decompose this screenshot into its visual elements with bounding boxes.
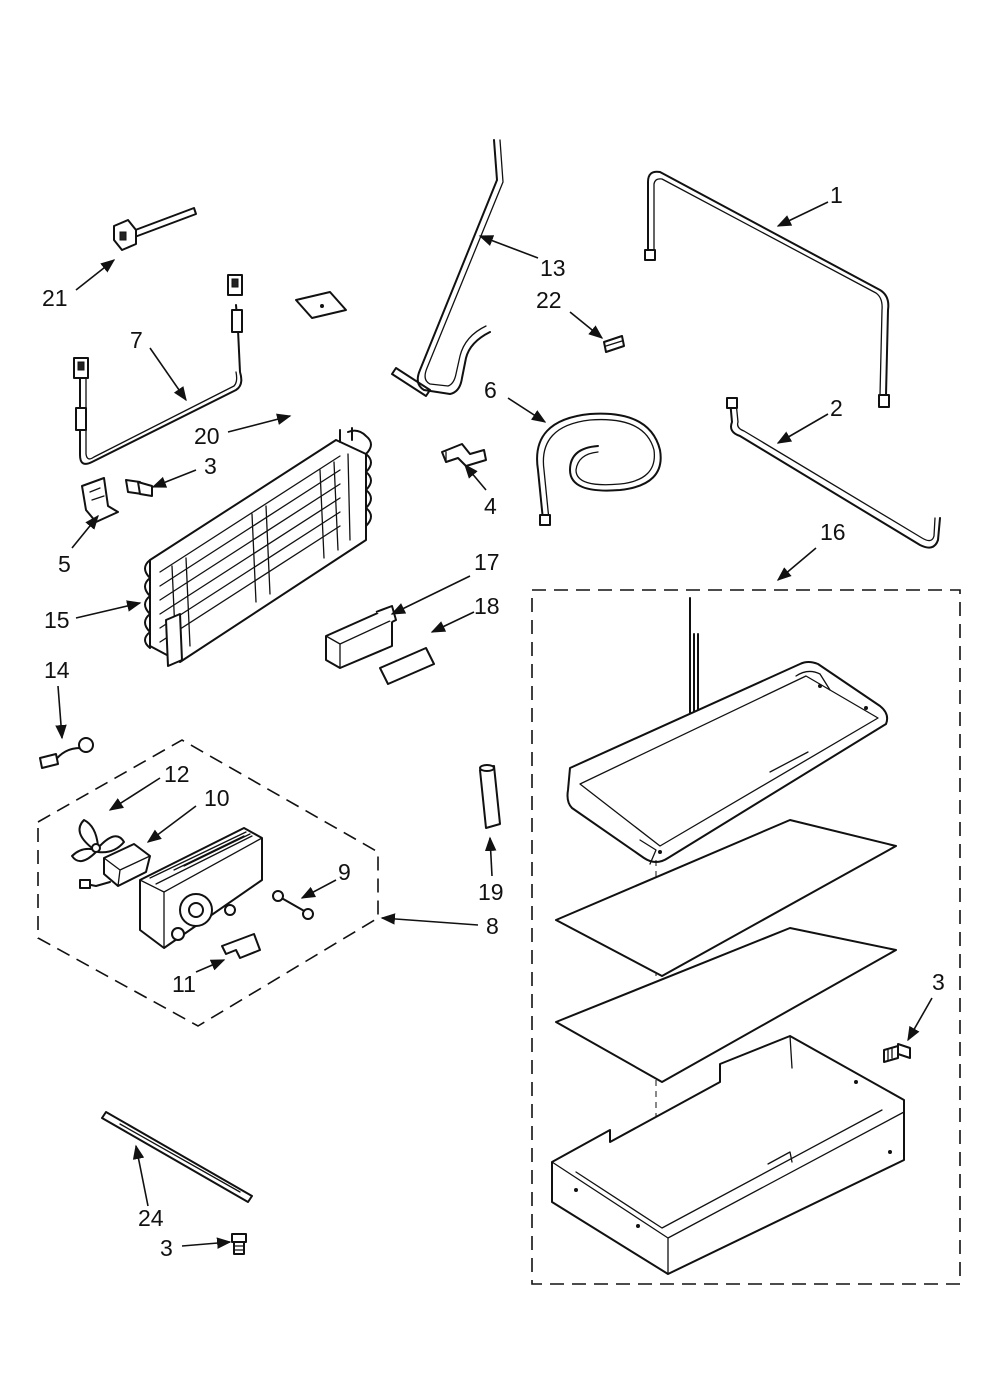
- callout-22: 22: [536, 287, 562, 313]
- callout-11: 11: [172, 971, 196, 997]
- part-21-cable-tie: [113, 207, 197, 251]
- callout-6: 6: [484, 377, 497, 403]
- part-3c-screw: [231, 1233, 247, 1255]
- part-20-pad: [295, 291, 347, 319]
- callout-3a: 3: [204, 453, 217, 479]
- part-5-bracket: [81, 477, 119, 523]
- callout-18: 18: [474, 593, 500, 619]
- part-3b-screw: [883, 1043, 911, 1063]
- part-2-tube: [726, 397, 941, 549]
- callout-16: 16: [820, 519, 846, 545]
- callout-4: 4: [484, 493, 497, 519]
- part-6-coiled-tube: [536, 412, 662, 526]
- callout-17: 17: [474, 549, 500, 575]
- callout-10: 10: [204, 785, 230, 811]
- part-22-clip: [603, 335, 625, 353]
- part-16-drain-pan-assembly: [531, 589, 961, 1285]
- callout-13: 13: [540, 255, 566, 281]
- leader-lines: [55, 201, 933, 1249]
- callout-3b: 3: [932, 969, 945, 995]
- callout-5: 5: [58, 551, 71, 577]
- part-4-clip: [441, 443, 487, 467]
- callout-3c: 3: [160, 1235, 173, 1261]
- callout-labels: 1 2 3 3 3 4 5 6 7 8 9 10 11 12 13 14 15 …: [42, 182, 945, 1261]
- part-19-tube: [479, 764, 501, 829]
- callout-19: 19: [478, 879, 504, 905]
- callout-24: 24: [138, 1205, 164, 1231]
- part-9-spacer: [272, 890, 314, 920]
- part-13-tube: [391, 139, 504, 397]
- callout-8: 8: [486, 913, 499, 939]
- part-14-sensor: [39, 737, 94, 769]
- callout-21: 21: [42, 285, 68, 311]
- part-11-clip: [221, 933, 261, 959]
- part-1-tube: [644, 170, 890, 408]
- callout-7: 7: [130, 327, 143, 353]
- callout-12: 12: [164, 761, 190, 787]
- callout-15: 15: [44, 607, 70, 633]
- part-10-motor: [79, 843, 151, 889]
- callout-20: 20: [194, 423, 220, 449]
- callout-2: 2: [830, 395, 843, 421]
- part-12-fan-blade: [71, 819, 125, 863]
- callout-14: 14: [44, 657, 70, 683]
- part-3a-screw: [125, 479, 153, 497]
- part-7-wire-harness: [73, 274, 243, 465]
- callout-1: 1: [830, 182, 843, 208]
- part-15-evaporator: [144, 427, 372, 667]
- part-18-plate: [379, 647, 435, 685]
- part-17-bracket: [325, 605, 397, 669]
- callout-9: 9: [338, 859, 351, 885]
- part-8-fan-assembly: [37, 739, 379, 1027]
- part-24-strip: [101, 1111, 253, 1203]
